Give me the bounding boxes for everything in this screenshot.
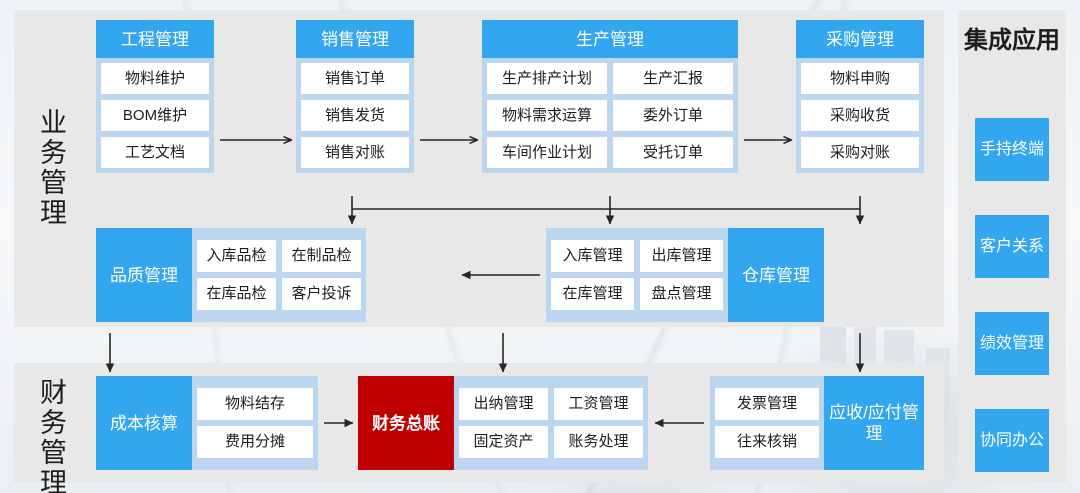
finance-management-label: 财务管理 <box>40 378 68 493</box>
module-quality[interactable]: 品质管理 入库品检 在制品检 在库品检 客户投诉 <box>96 228 366 322</box>
module-receivable-payable[interactable]: 应收/应付管理 发票管理 往来核销 <box>710 376 924 470</box>
leaf-material-maintenance[interactable]: 物料维护 <box>101 63 209 94</box>
leaf-production-schedule-plan[interactable]: 生产排产计划 <box>487 63 607 94</box>
leaf-outsourced-order[interactable]: 委外订单 <box>613 100 733 131</box>
leaf-incoming-inspection[interactable]: 入库品检 <box>197 240 276 272</box>
leaf-material-requisition[interactable]: 物料申购 <box>801 63 919 94</box>
app-tile-handheld-terminal[interactable]: 手持终端 <box>975 118 1049 181</box>
leaf-bom-maintenance[interactable]: BOM维护 <box>101 100 209 131</box>
leaf-in-process-inspection[interactable]: 在制品检 <box>282 240 361 272</box>
leaf-outbound-management[interactable]: 出库管理 <box>640 240 723 272</box>
leaf-material-balance[interactable]: 物料结存 <box>197 388 313 420</box>
module-receivable-payable-title: 应收/应付管理 <box>824 376 924 470</box>
leaf-purchase-reconciliation[interactable]: 采购对账 <box>801 137 919 168</box>
leaf-stock-management[interactable]: 在库管理 <box>551 278 634 310</box>
leaf-customer-complaint[interactable]: 客户投诉 <box>282 278 361 310</box>
leaf-sales-order[interactable]: 销售订单 <box>301 63 409 94</box>
module-sales-title: 销售管理 <box>296 20 414 58</box>
module-warehouse-title: 仓库管理 <box>728 228 824 322</box>
integrated-apps-title: 集成应用 <box>964 27 1060 54</box>
leaf-invoice-management[interactable]: 发票管理 <box>715 388 819 420</box>
leaf-accounting-processing[interactable]: 账务处理 <box>554 426 643 458</box>
leaf-payroll-management[interactable]: 工资管理 <box>554 388 643 420</box>
module-production-title: 生产管理 <box>482 20 738 58</box>
leaf-cashier-management[interactable]: 出纳管理 <box>459 388 548 420</box>
module-general-ledger-title: 财务总账 <box>358 376 454 470</box>
leaf-expense-allocation[interactable]: 费用分摊 <box>197 426 313 458</box>
leaf-sales-reconciliation[interactable]: 销售对账 <box>301 137 409 168</box>
leaf-fixed-assets[interactable]: 固定资产 <box>459 426 548 458</box>
leaf-mrp-calculation[interactable]: 物料需求运算 <box>487 100 607 131</box>
leaf-process-document[interactable]: 工艺文档 <box>101 137 209 168</box>
module-engineering[interactable]: 工程管理 物料维护 BOM维护 工艺文档 <box>96 20 214 173</box>
module-warehouse[interactable]: 仓库管理 入库管理 出库管理 在库管理 盘点管理 <box>546 228 824 322</box>
leaf-production-report[interactable]: 生产汇报 <box>613 63 733 94</box>
module-engineering-title: 工程管理 <box>96 20 214 58</box>
module-cost-accounting[interactable]: 成本核算 物料结存 费用分摊 <box>96 376 318 470</box>
module-production[interactable]: 生产管理 生产排产计划 生产汇报 物料需求运算 委外订单 车间作业计划 受托订单 <box>482 20 738 173</box>
app-tile-performance-management[interactable]: 绩效管理 <box>975 312 1049 375</box>
business-management-label: 业务管理 <box>40 108 68 228</box>
leaf-purchase-receipt[interactable]: 采购收货 <box>801 100 919 131</box>
leaf-stocktaking-management[interactable]: 盘点管理 <box>640 278 723 310</box>
leaf-settlement-writeoff[interactable]: 往来核销 <box>715 426 819 458</box>
module-sales[interactable]: 销售管理 销售订单 销售发货 销售对账 <box>296 20 414 173</box>
leaf-inbound-management[interactable]: 入库管理 <box>551 240 634 272</box>
app-tile-collaborative-office[interactable]: 协同办公 <box>975 409 1049 472</box>
module-quality-title: 品质管理 <box>96 228 192 322</box>
leaf-entrusted-order[interactable]: 受托订单 <box>613 137 733 168</box>
leaf-workshop-job-plan[interactable]: 车间作业计划 <box>487 137 607 168</box>
module-purchasing[interactable]: 采购管理 物料申购 采购收货 采购对账 <box>796 20 924 173</box>
leaf-in-stock-inspection[interactable]: 在库品检 <box>197 278 276 310</box>
app-tile-customer-relations[interactable]: 客户关系 <box>975 215 1049 278</box>
leaf-sales-delivery[interactable]: 销售发货 <box>301 100 409 131</box>
module-purchasing-title: 采购管理 <box>796 20 924 58</box>
module-cost-accounting-title: 成本核算 <box>96 376 192 470</box>
module-general-ledger[interactable]: 财务总账 出纳管理 工资管理 固定资产 账务处理 <box>358 376 648 470</box>
